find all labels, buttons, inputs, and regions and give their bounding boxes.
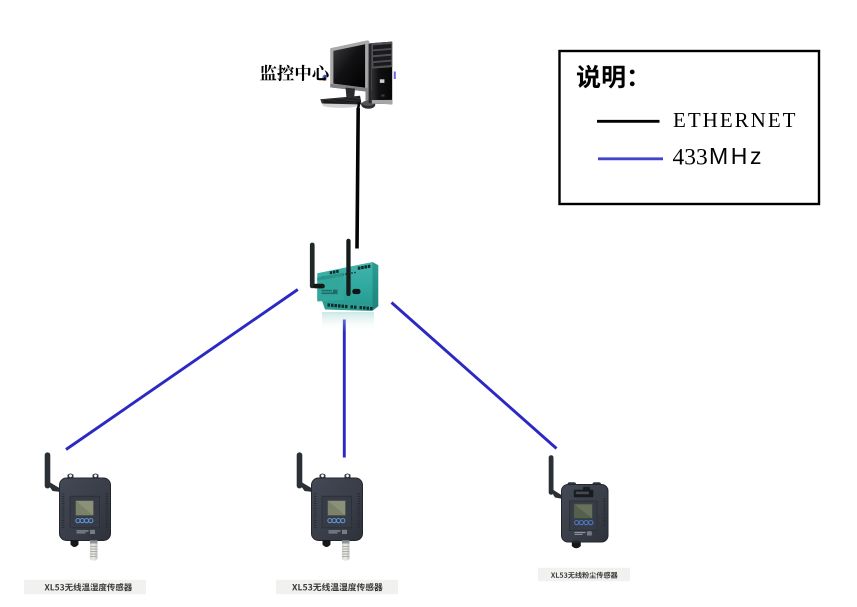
- svg-text:433: 433: [673, 145, 708, 171]
- svg-text:ETHERNET: ETHERNET: [673, 108, 796, 132]
- svg-text:MHz: MHz: [709, 143, 764, 169]
